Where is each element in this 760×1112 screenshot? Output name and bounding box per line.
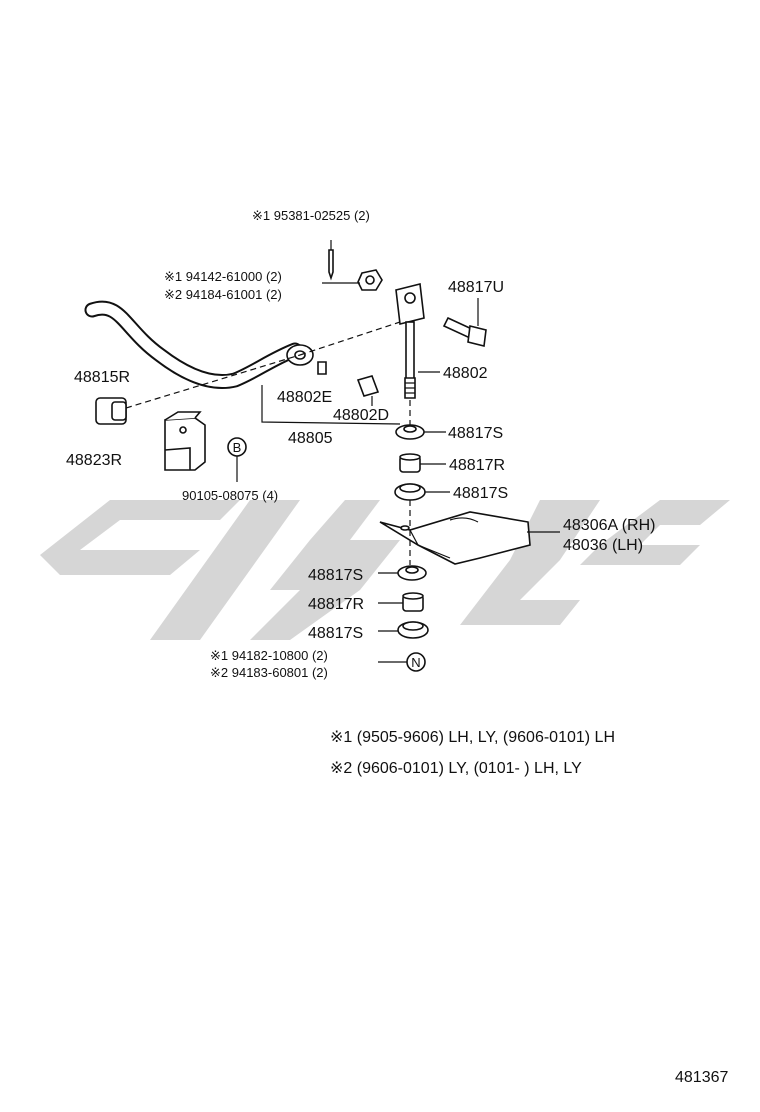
link-48802: [395, 283, 425, 399]
retainer-48817S-lower: [397, 621, 429, 639]
washer-48817S-lower: [397, 565, 427, 581]
label-48805: 48805: [288, 430, 333, 447]
label-48817S-c: 48817S: [308, 567, 363, 584]
bushing-48802D: [356, 375, 380, 397]
label-48802: 48802: [443, 365, 488, 382]
plate-48306A: [379, 511, 531, 565]
label-94183: ※2 94183-60801 (2): [210, 665, 328, 680]
leader-bar-to-link: [299, 321, 401, 356]
watermark-stroke-3: [250, 500, 400, 640]
watermark-logo: [40, 500, 730, 640]
label-48817S-a: 48817S: [448, 425, 503, 442]
label-48817U: 48817U: [448, 279, 504, 296]
bolt-48817U: [442, 316, 487, 347]
label-48036: 48036 (LH): [563, 537, 643, 554]
washer-48817S-upper: [395, 424, 425, 440]
bushing-48817R-upper: [399, 453, 421, 473]
cotter-pin-95381: [328, 249, 334, 281]
bushing-48802E: [317, 361, 327, 375]
leader-bar-to-bushing: [125, 354, 301, 409]
label-48817R-b: 48817R: [308, 596, 364, 613]
bushing-48815R: [95, 397, 127, 425]
label-48815R: 48815R: [74, 369, 130, 386]
label-48817S-b: 48817S: [453, 485, 508, 502]
watermark-stroke-4: [460, 500, 600, 625]
note-2: ※2 (9606-0101) LY, (0101- ) LH, LY: [330, 760, 582, 777]
label-48306A: 48306A (RH): [563, 517, 656, 534]
watermark-stroke-2: [150, 500, 300, 640]
note-1: ※1 (9505-9606) LH, LY, (9606-0101) LH: [330, 729, 615, 746]
label-48823R: 48823R: [66, 452, 122, 469]
watermark-stroke-5: [580, 500, 730, 565]
label-95381: ※1 95381-02525 (2): [252, 208, 370, 223]
bracket-48823R: [164, 411, 206, 471]
label-94184: ※2 94184-61001 (2): [164, 287, 282, 302]
retainer-48817S: [394, 483, 426, 501]
label-90105: 90105-08075 (4): [182, 488, 278, 503]
label-94182: ※1 94182-10800 (2): [210, 648, 328, 663]
label-48802D: 48802D: [333, 407, 389, 424]
label-48817S-d: 48817S: [308, 625, 363, 642]
bolt-badge-label: B: [233, 440, 242, 455]
label-94142: ※1 94142-61000 (2): [164, 269, 282, 284]
watermark-stroke-1: [40, 500, 240, 575]
label-48802E: 48802E: [277, 389, 332, 406]
diagram-code: 481367: [675, 1069, 728, 1086]
leader-48805: [261, 385, 401, 425]
nut-badge-label: N: [411, 655, 420, 670]
bushing-48817R-lower: [402, 592, 424, 612]
label-48817R-a: 48817R: [449, 457, 505, 474]
nut-94142: [357, 269, 383, 291]
